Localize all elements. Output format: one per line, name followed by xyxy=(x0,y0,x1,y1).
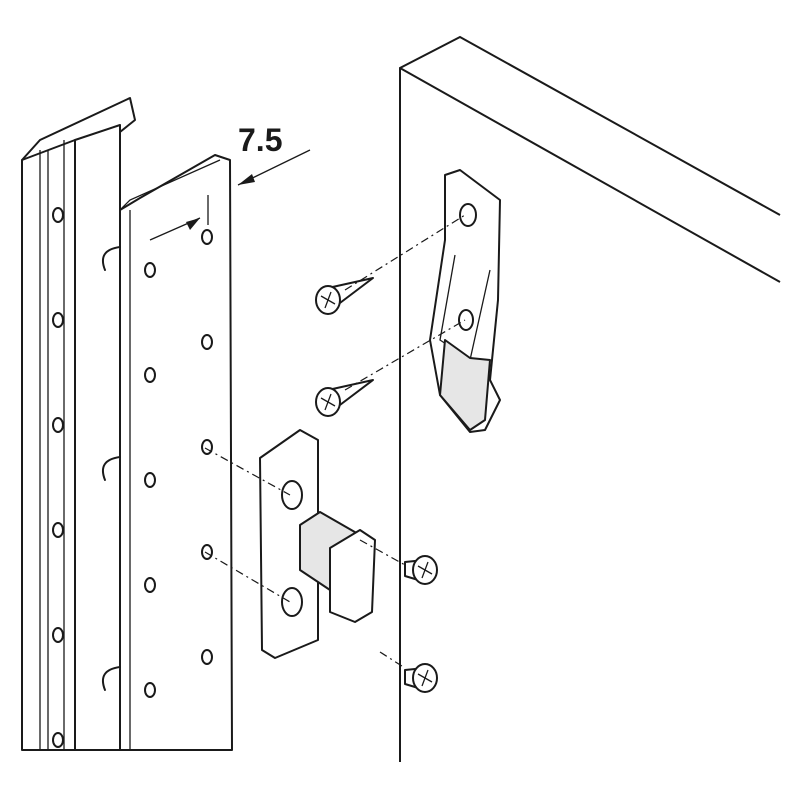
wood-screw xyxy=(315,379,374,417)
machine-screw xyxy=(404,555,438,585)
rail-hole xyxy=(52,732,64,748)
dimension-label: 7.5 xyxy=(238,122,283,158)
rail-slot xyxy=(101,246,121,271)
rail-hole xyxy=(52,417,64,433)
rail-hole xyxy=(52,312,64,328)
wood-screws xyxy=(315,277,438,693)
rail-hole xyxy=(144,262,156,278)
rail-hole xyxy=(144,682,156,698)
upper-hook-bracket xyxy=(429,169,501,433)
cabinet-panel xyxy=(399,35,781,762)
rail-hole xyxy=(201,439,213,455)
wood-screw xyxy=(315,277,374,315)
rail-hole xyxy=(52,207,64,223)
guide-lines xyxy=(204,214,466,669)
rail-slot xyxy=(101,666,121,691)
dimension-marker xyxy=(149,149,311,241)
rail-profile xyxy=(21,97,233,751)
rail-hole xyxy=(144,577,156,593)
lower-latch-plate xyxy=(259,429,376,659)
machine-screw xyxy=(404,663,438,693)
rail-hole xyxy=(52,627,64,643)
rail-slot xyxy=(101,456,121,481)
rail-hole xyxy=(144,367,156,383)
rail-hole xyxy=(52,522,64,538)
rail-hole xyxy=(144,472,156,488)
rail-hole xyxy=(201,229,213,245)
rail-hole xyxy=(201,544,213,560)
rail-holes xyxy=(52,207,213,748)
rail-hole xyxy=(201,649,213,665)
rail-hole xyxy=(201,334,213,350)
